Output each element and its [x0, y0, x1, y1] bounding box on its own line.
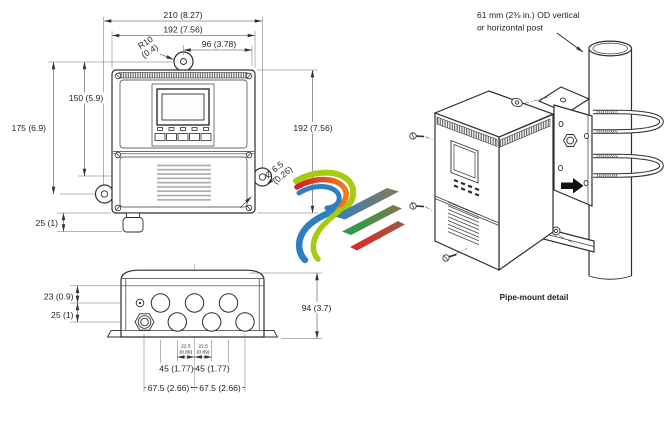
callout-arrow [556, 32, 584, 53]
dim-row1-to-row2: 25 (1) [51, 310, 74, 320]
mounting-post [588, 40, 633, 280]
device-display-screen [453, 143, 476, 179]
dim-depth: 94 (3.7) [302, 303, 332, 313]
dim-stagger-right-mm: 22.5 [198, 344, 208, 350]
dim-half-width: 96 (3.78) [202, 39, 237, 49]
enclosure-screws [114, 72, 253, 212]
assembly-screws [409, 132, 457, 262]
dim-height-right-tab: 150 (5.9) [69, 93, 104, 103]
pipe-callout-line2: or horizontal post [477, 23, 544, 33]
dim-outer-pitch-right: 67.5 (2.66) [199, 383, 241, 393]
dim-outer-pitch-left: 67.5 (2.66) [148, 383, 190, 393]
dim-overall-width: 210 (8.27) [163, 10, 202, 20]
dim-tab-radius-label: R10 (0.4) [136, 34, 160, 60]
enclosure-body [111, 69, 256, 214]
dim-hole-pitch-left: 45 (1.77) [159, 364, 194, 374]
front-view-drawing: 210 (8.27) 192 (7.56) 96 (3.78) R10 (0.4… [12, 10, 336, 233]
device-buttons [453, 178, 480, 197]
upper-inner-panel [119, 79, 248, 149]
assembly-dash-lines [424, 95, 576, 254]
pipe-callout-line1: 61 mm (2⅜ in.) OD vertical [477, 10, 580, 20]
watermark-logo [293, 169, 405, 264]
device-vent-band-front [436, 116, 498, 147]
display-screen [161, 93, 205, 121]
cable-entry-holes [150, 293, 255, 332]
led-row [157, 127, 209, 131]
dim-hole-pitch-right: 45 (1.77) [195, 364, 230, 374]
device-louvres [447, 201, 480, 245]
device-vent-band-side [499, 118, 551, 148]
dim-top-to-row1: 23 (0.9) [44, 292, 74, 302]
top-vent-band [118, 72, 248, 79]
pipe-mount-caption: Pipe-mount detail [500, 293, 569, 302]
left-foot [106, 330, 122, 338]
bottom-view-drawing: 22.5 (0.89) 22.5 (0.89) 45 (1.77) 45 (1.… [44, 264, 336, 394]
u-bolts [593, 109, 664, 178]
dim-stagger-left-mm: 22.5 [181, 344, 191, 350]
left-tab-hole [100, 190, 109, 198]
pipe-mount-detail: 61 mm (2⅜ in.) OD vertical or horizontal… [409, 10, 664, 302]
gland-hex-nut [134, 313, 155, 331]
button-row [154, 133, 212, 141]
dim-gland-drop: 25 (1) [36, 218, 59, 228]
dim-stagger-left-in: (0.89) [180, 350, 193, 356]
top-tab-hole [180, 58, 187, 65]
cable-gland [122, 212, 144, 233]
transmitter-isometric [433, 90, 555, 272]
dim-height-left-tab: 175 (6.9) [12, 123, 47, 133]
mounting-bracket [537, 86, 593, 207]
dim-body-width: 192 (7.56) [163, 25, 202, 35]
louvre-vents [157, 162, 211, 202]
dim-body-height: 192 (7.56) [293, 123, 332, 133]
lower-inner-panel [119, 156, 248, 208]
bottom-view-dimensions: 22.5 (0.89) 22.5 (0.89) 45 (1.77) 45 (1.… [44, 272, 336, 394]
right-tab-hole [258, 173, 267, 181]
dim-stagger-right-in: (0.89) [197, 350, 210, 356]
insert-direction-arrow [561, 178, 584, 194]
right-foot [263, 330, 279, 338]
keypad-panel [151, 83, 215, 147]
